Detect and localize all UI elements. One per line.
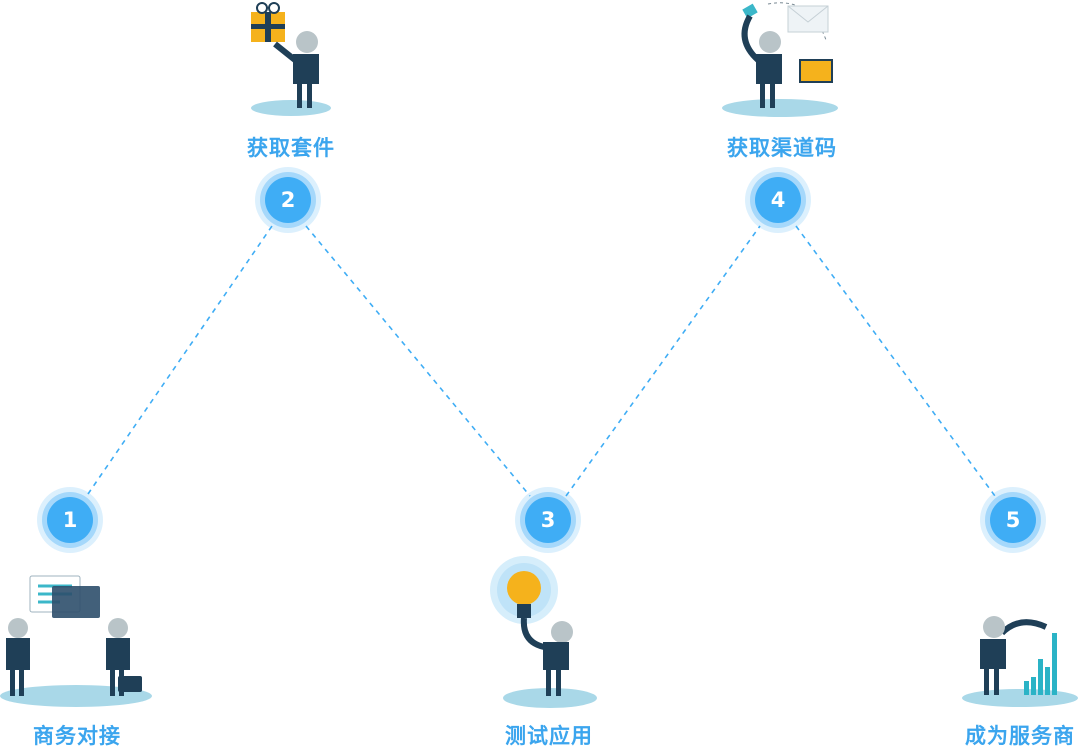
step-1-label: 商务对接 bbox=[33, 724, 121, 748]
step-1-marker: 1 bbox=[37, 487, 103, 553]
connector-3-4 bbox=[565, 225, 761, 497]
step-2-marker: 2 bbox=[255, 167, 321, 233]
step-4-number: 4 bbox=[755, 177, 801, 223]
step-2-number: 2 bbox=[265, 177, 311, 223]
step-5-marker: 5 bbox=[980, 487, 1046, 553]
connector-1-2 bbox=[87, 225, 273, 495]
step-4-label: 获取渠道码 bbox=[727, 136, 837, 160]
step-5-label: 成为服务商 bbox=[965, 724, 1075, 748]
step-1-number: 1 bbox=[47, 497, 93, 543]
gift-illustration bbox=[251, 2, 331, 116]
step-5-number: 5 bbox=[990, 497, 1036, 543]
step-2-label: 获取套件 bbox=[247, 136, 335, 160]
business-meeting-illustration bbox=[0, 575, 152, 707]
step-4-marker: 4 bbox=[745, 167, 811, 233]
step-3-number: 3 bbox=[525, 497, 571, 543]
service-provider-illustration bbox=[962, 616, 1078, 707]
connector-4-5 bbox=[795, 225, 996, 497]
step-3-marker: 3 bbox=[515, 487, 581, 553]
step-3-label: 测试应用 bbox=[505, 724, 593, 748]
lightbulb-illustration bbox=[490, 556, 597, 708]
channel-code-illustration bbox=[722, 2, 838, 117]
connector-2-3 bbox=[305, 225, 531, 497]
